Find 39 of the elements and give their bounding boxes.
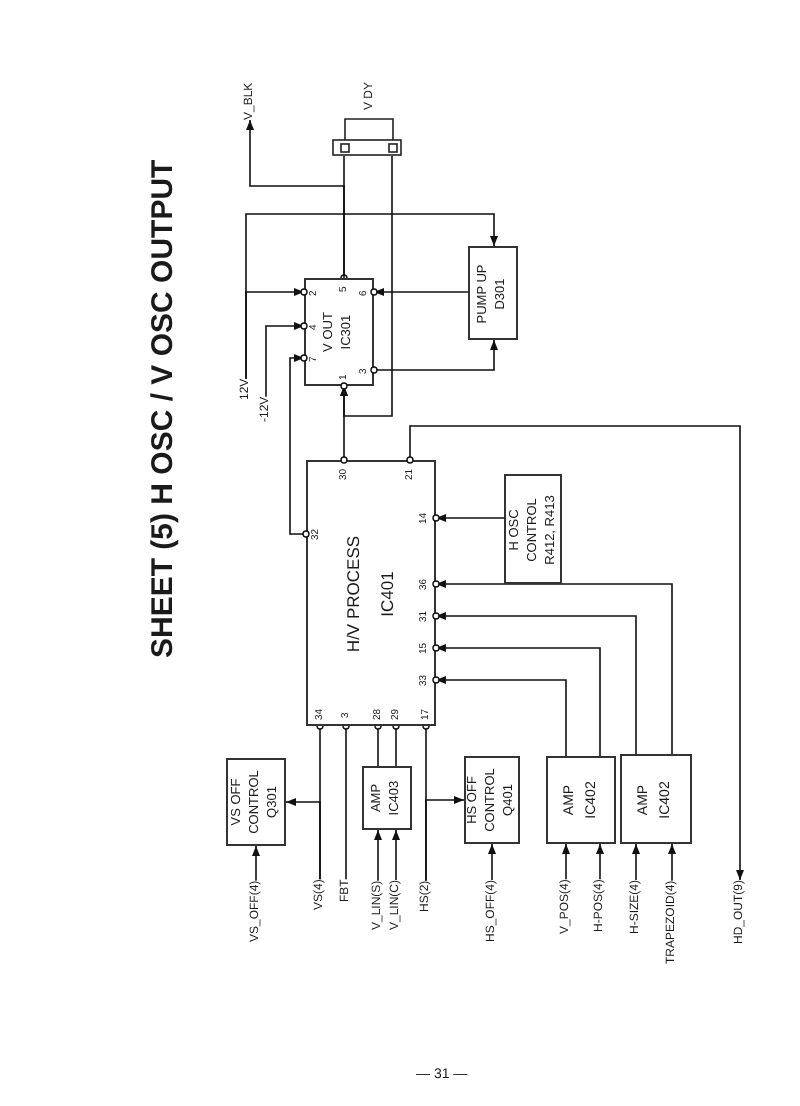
page-title: SHEET (5) H OSC / V OSC OUTPUT <box>148 158 180 657</box>
control-block <box>464 756 520 844</box>
component-block <box>468 246 518 340</box>
arrow <box>435 612 637 755</box>
arrow <box>374 829 382 882</box>
arrow <box>340 155 393 417</box>
arrow <box>265 322 305 398</box>
ic-block <box>304 278 374 386</box>
wire <box>392 722 400 767</box>
wire <box>342 722 350 881</box>
wire <box>340 155 348 282</box>
arrow <box>245 213 498 380</box>
arrow <box>285 798 321 881</box>
arrow <box>435 676 567 757</box>
amplifier-block <box>362 766 412 830</box>
block-label: H/V PROCESS <box>342 534 365 652</box>
amplifier-block <box>546 756 616 844</box>
amplifier-block <box>620 754 692 844</box>
arrow <box>435 644 601 757</box>
arrow <box>373 339 498 371</box>
control-block <box>226 758 286 846</box>
arrow <box>252 845 260 882</box>
arrow <box>289 354 307 535</box>
arrow <box>425 796 465 882</box>
arrow <box>409 425 744 881</box>
arrow <box>488 843 496 881</box>
arrow <box>392 829 400 881</box>
arrow <box>596 843 604 881</box>
arrow <box>246 119 345 279</box>
control-block <box>504 474 562 584</box>
part-reference: IC401 <box>377 570 399 616</box>
arrow <box>435 580 673 755</box>
wire <box>374 722 382 767</box>
arrow <box>632 843 640 881</box>
arrow <box>435 514 505 522</box>
arrow <box>562 843 570 881</box>
arrow <box>668 843 676 882</box>
arrow <box>373 288 469 296</box>
ic-block <box>306 460 436 726</box>
